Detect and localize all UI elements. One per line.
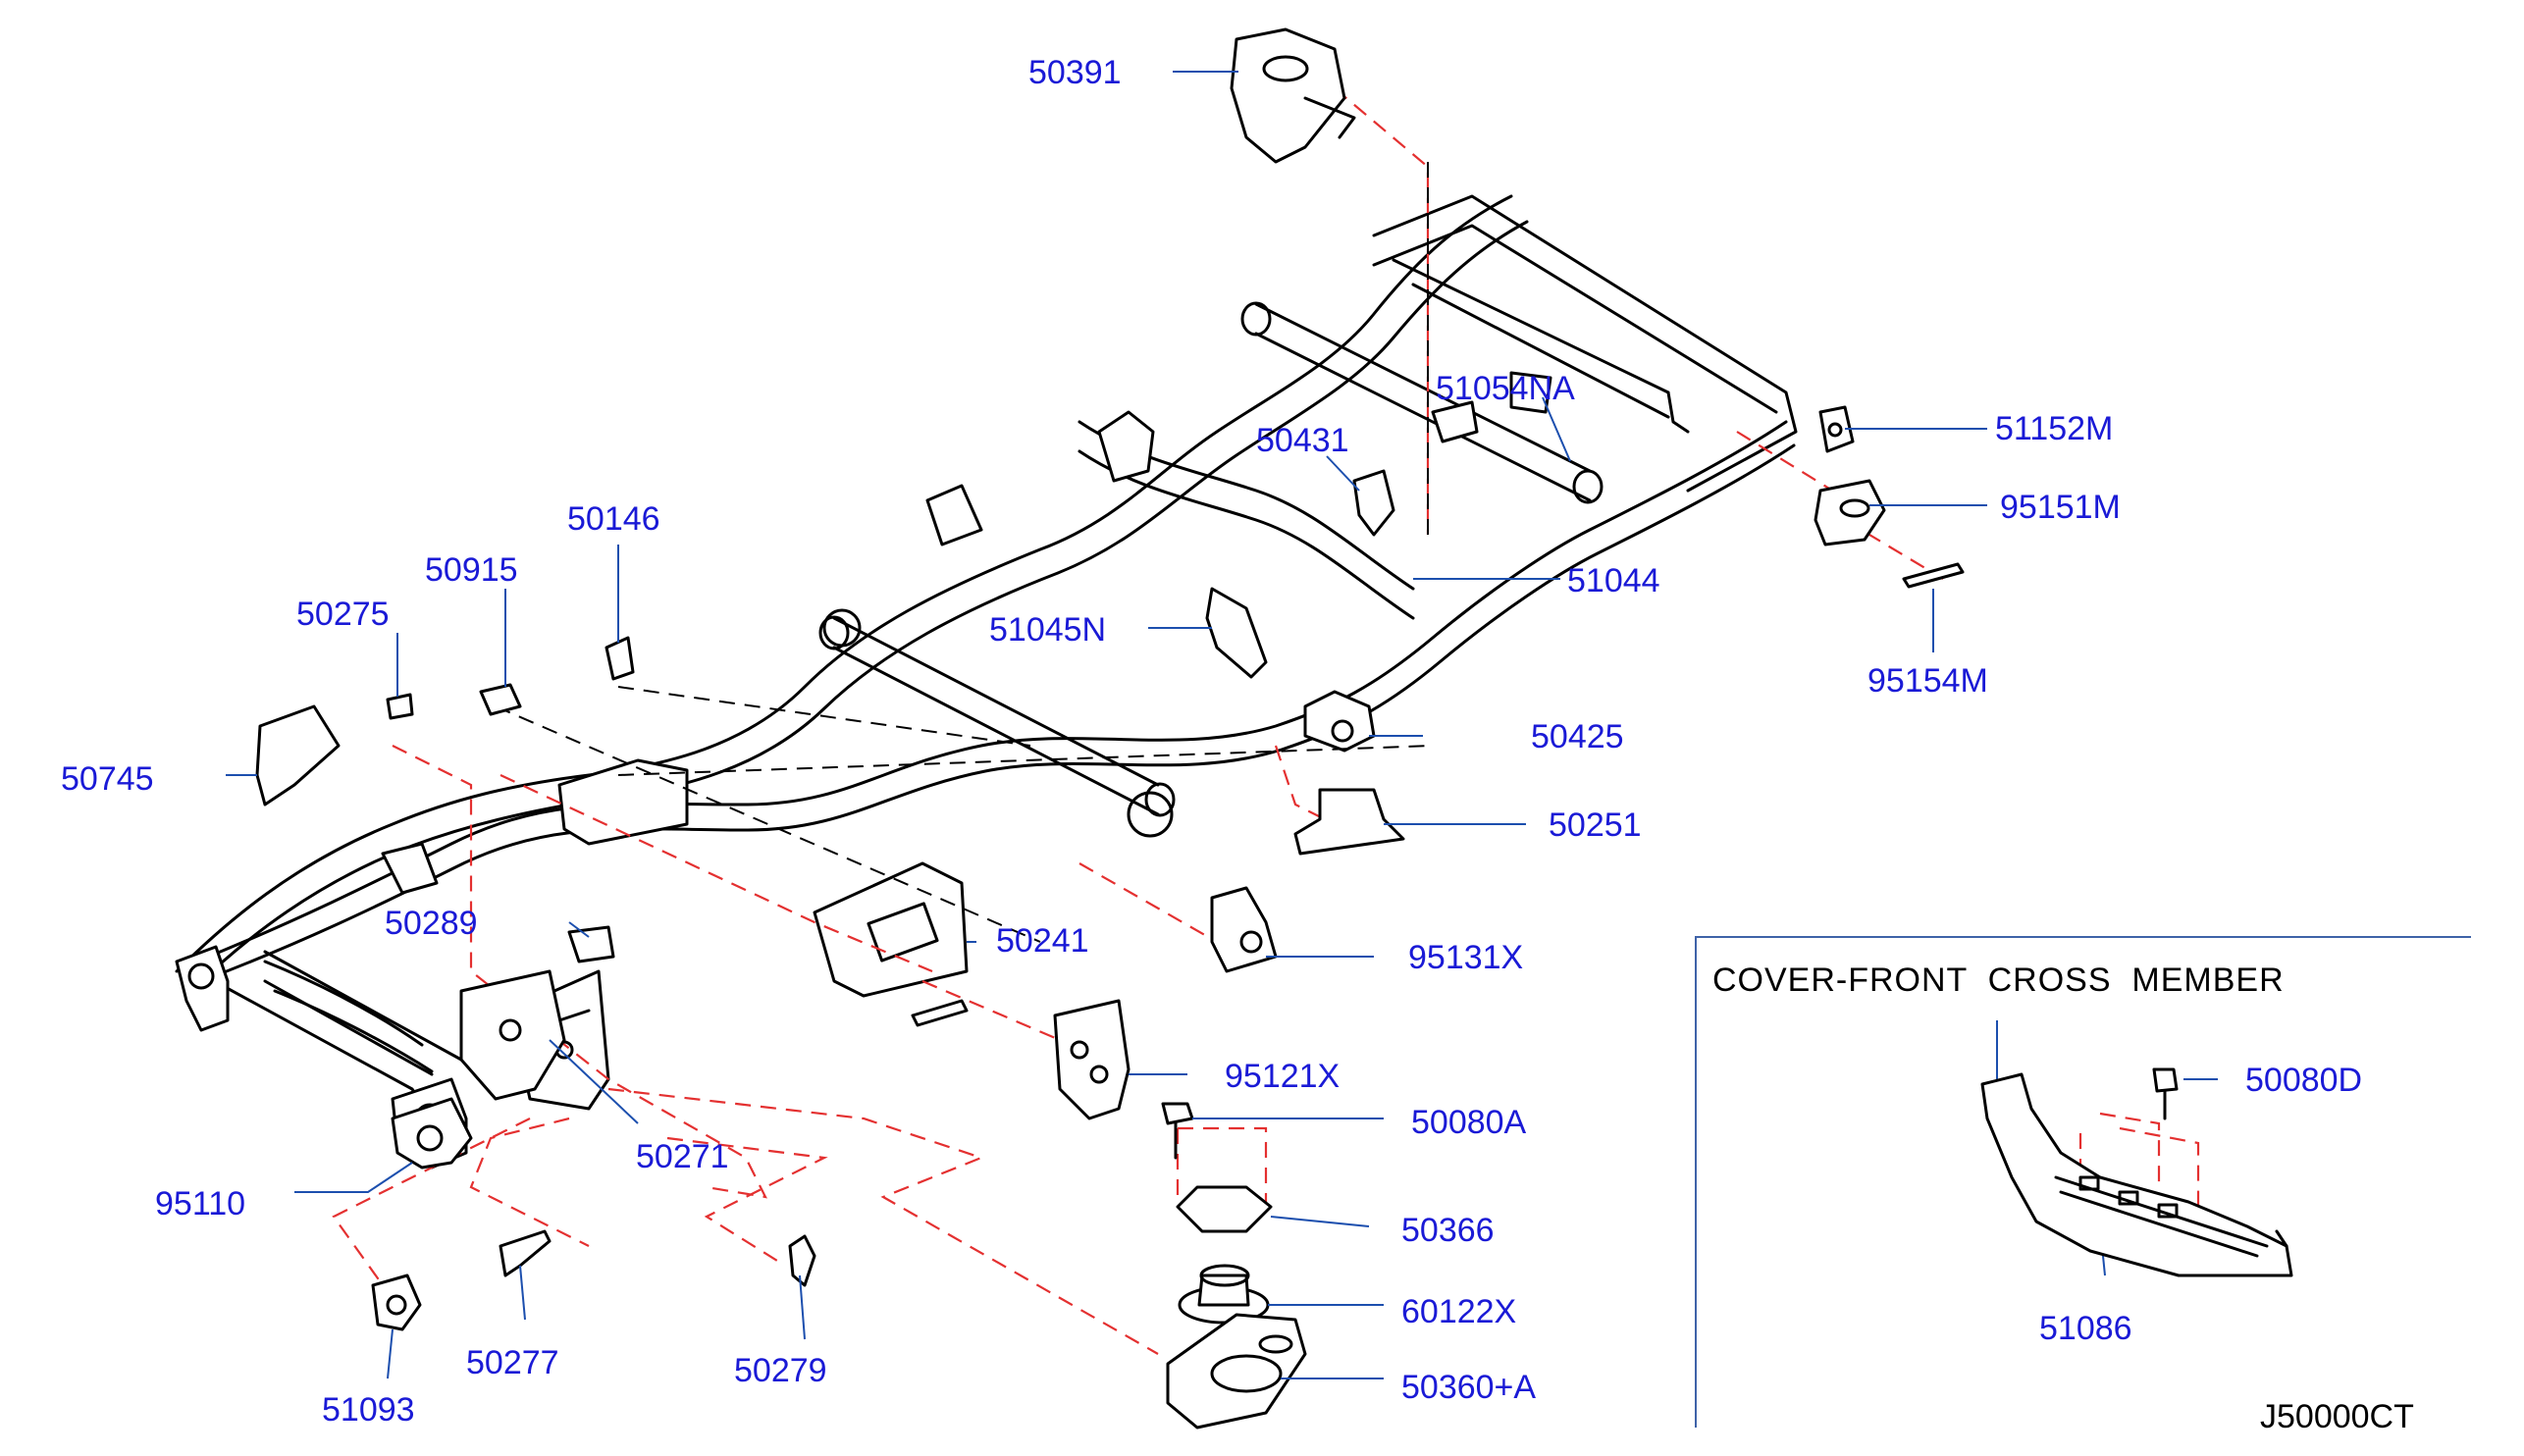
label-60122X: 60122X: [1401, 1293, 1516, 1330]
assembly-guide-lines: [332, 87, 2200, 1355]
leader-lines: [226, 71, 2218, 1379]
label-50080D: 50080D: [2245, 1062, 2362, 1099]
label-51152M: 51152M: [1995, 410, 2113, 447]
diagram-code: J50000CT: [2260, 1398, 2414, 1435]
label-50277: 50277: [466, 1344, 559, 1381]
label-51054NA: 51054NA: [1436, 370, 1575, 407]
label-50425: 50425: [1531, 718, 1624, 755]
label-50279: 50279: [734, 1352, 827, 1389]
label-50241: 50241: [996, 922, 1089, 960]
inset-title: COVER-FRONT CROSS MEMBER: [1712, 962, 2285, 999]
label-50146: 50146: [567, 500, 660, 538]
label-95121X: 95121X: [1225, 1058, 1340, 1095]
label-50745: 50745: [61, 760, 154, 798]
part-labels: 50391 51054NA 50431 51152M 95151M 51044 …: [61, 54, 2362, 1429]
label-50366: 50366: [1401, 1212, 1495, 1249]
label-51044: 51044: [1567, 562, 1660, 599]
label-50080A: 50080A: [1411, 1104, 1527, 1141]
inset-panel: [1695, 936, 2471, 1428]
label-50360A: 50360+A: [1401, 1369, 1536, 1406]
label-95110: 95110: [155, 1185, 245, 1222]
label-50431: 50431: [1256, 422, 1349, 459]
label-95131X: 95131X: [1408, 939, 1523, 976]
label-50251: 50251: [1549, 806, 1642, 844]
part-illustrations: [255, 27, 1965, 1430]
label-50915: 50915: [425, 551, 518, 589]
label-95151M: 95151M: [2000, 489, 2121, 526]
label-95154M: 95154M: [1867, 662, 1988, 700]
chassis-frame: [175, 194, 1798, 1170]
label-51086: 51086: [2039, 1310, 2132, 1347]
label-50289: 50289: [385, 905, 478, 942]
label-51045N: 51045N: [989, 611, 1106, 649]
label-50391: 50391: [1028, 54, 1122, 91]
label-51093: 51093: [322, 1391, 415, 1429]
label-50275: 50275: [296, 596, 390, 633]
label-50271: 50271: [636, 1138, 729, 1175]
